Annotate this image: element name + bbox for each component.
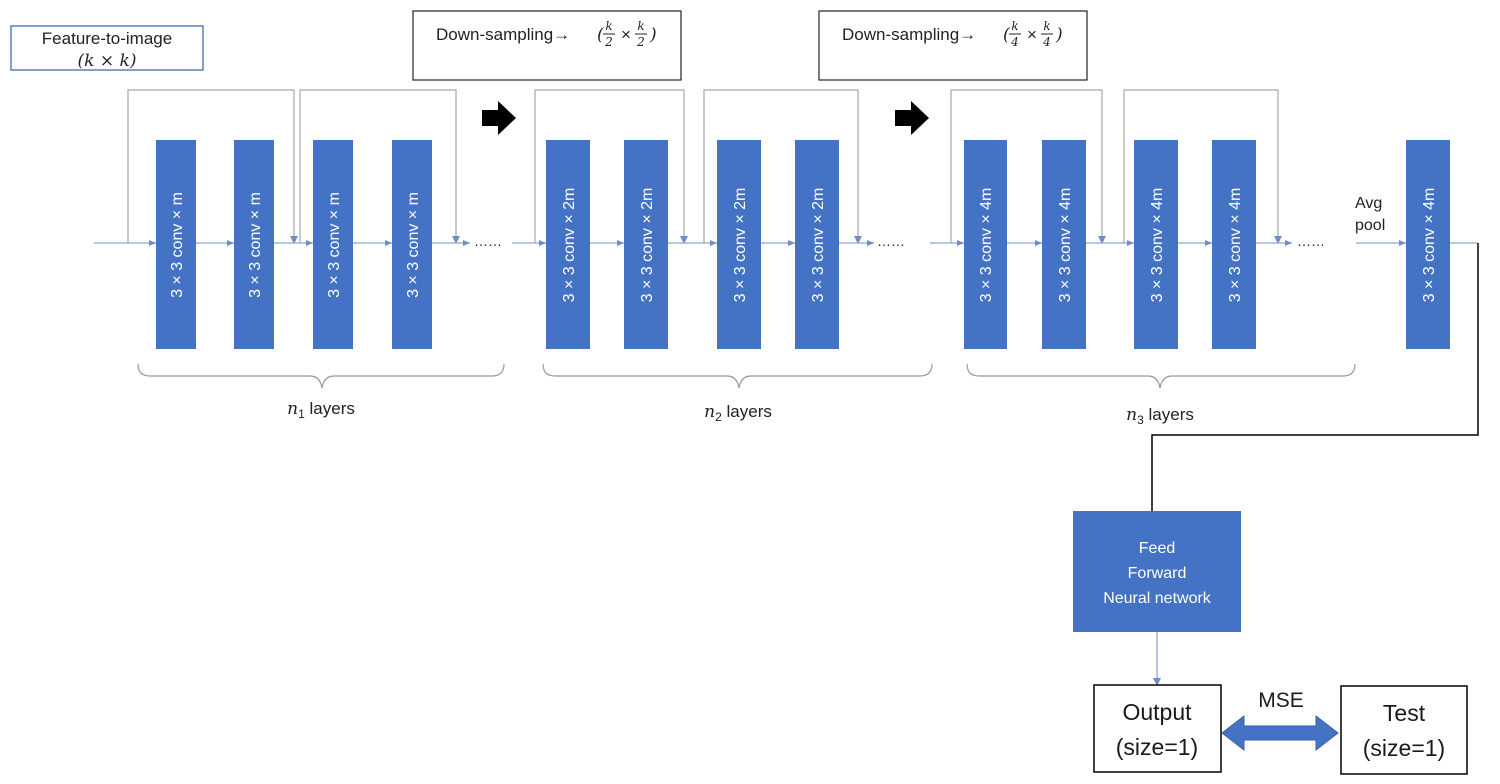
stage2-conv-block-1: 3 × 3 conv × 2m: [561, 188, 578, 303]
test-size-label: (size=1): [1363, 735, 1445, 761]
stage1-layers-label: n1 layers: [287, 399, 355, 421]
stage3-ellipsis: ……: [1297, 233, 1325, 249]
ffnn-label-line3: Neural network: [1103, 590, 1212, 607]
feature-to-image-size: (k × k): [78, 51, 137, 71]
down-sampling-2-den-b: 4: [1042, 35, 1051, 49]
test-box: Test (size=1): [1340, 685, 1468, 775]
output-box: Output (size=1): [1093, 684, 1222, 773]
down-sampling-1-paren-close: ): [649, 25, 657, 45]
test-label: Test: [1383, 700, 1426, 726]
stage1-conv-block-4: 3 × 3 conv × m: [405, 192, 422, 298]
stage2-ellipsis: ……: [877, 233, 905, 249]
down-sampling-2-paren-open: (: [1003, 25, 1010, 45]
stage3-conv-block-1: 3 × 3 conv × 4m: [978, 188, 995, 303]
ffnn-to-output-arrowhead: [1153, 678, 1161, 686]
down-sampling-1-den-b: 2: [636, 35, 645, 49]
mse-double-arrow: [1221, 714, 1339, 752]
final-conv-block-label: 3 × 3 conv × 4m: [1421, 188, 1438, 303]
stage1-blocks: 3 × 3 conv × m 3 × 3 conv × m 3 × 3 conv…: [156, 140, 432, 349]
stage2-conv-block-4: 3 × 3 conv × 2m: [810, 188, 827, 303]
stage2-layers-label: n2 layers: [704, 402, 772, 424]
down-sampling-1-num-b: k: [637, 19, 644, 33]
down-sampling-2-paren-close: ): [1055, 25, 1063, 45]
connector-to-ffnn: [1151, 243, 1479, 511]
down-sampling-2-label: Down-sampling→: [842, 25, 976, 44]
stage3-conv-block-3: 3 × 3 conv × 4m: [1149, 188, 1166, 303]
down-sampling-2-den-a: 4: [1010, 35, 1019, 49]
down-sampling-box-2: Down-sampling→ ( k 4 × k 4 ): [818, 10, 1088, 81]
final-conv-block: 3 × 3 conv × 4m: [1406, 140, 1450, 349]
feed-forward-neural-network-block: Feed Forward Neural network: [1073, 511, 1241, 632]
down-sampling-1-times: ×: [621, 25, 631, 44]
stage1-ellipsis: ……: [474, 233, 502, 249]
output-size-label: (size=1): [1116, 734, 1198, 760]
down-sampling-2-times: ×: [1027, 25, 1037, 44]
down-sampling-1-paren-open: (: [597, 25, 604, 45]
skip-connections: [127, 89, 1279, 243]
down-sampling-2-num-a: k: [1011, 19, 1018, 33]
stage-transition-arrow-2: [895, 101, 929, 135]
down-sampling-box-1: Down-sampling→ ( k 2 × k 2 ): [412, 10, 682, 81]
stage2-blocks: 3 × 3 conv × 2m 3 × 3 conv × 2m 3 × 3 co…: [546, 140, 839, 349]
ffnn-label-line2: Forward: [1128, 565, 1187, 582]
avg-pool-label-line2: pool: [1355, 217, 1385, 234]
ffnn-label-line1: Feed: [1139, 540, 1175, 557]
output-label: Output: [1122, 699, 1192, 725]
stage-transition-arrow-1: [482, 101, 516, 135]
skip-arrowheads: [290, 236, 1282, 244]
stage3-conv-block-2: 3 × 3 conv × 4m: [1057, 188, 1074, 303]
layer-braces: [137, 363, 1356, 389]
stage1-conv-block-2: 3 × 3 conv × m: [247, 192, 264, 298]
feature-to-image-label: Feature-to-image: [42, 29, 172, 48]
stage1-conv-block-1: 3 × 3 conv × m: [169, 192, 186, 298]
stage3-layers-label: n3 layers: [1126, 405, 1194, 427]
stage3-blocks: 3 × 3 conv × 4m 3 × 3 conv × 4m 3 × 3 co…: [964, 140, 1256, 349]
stage2-conv-block-2: 3 × 3 conv × 2m: [639, 188, 656, 303]
down-sampling-1-den-a: 2: [604, 35, 613, 49]
mse-label: MSE: [1258, 689, 1304, 712]
down-sampling-1-label: Down-sampling→: [436, 25, 570, 44]
avg-pool-label-line1: Avg: [1355, 195, 1382, 212]
stage3-conv-block-4: 3 × 3 conv × 4m: [1227, 188, 1244, 303]
stage2-conv-block-3: 3 × 3 conv × 2m: [732, 188, 749, 303]
down-sampling-1-num-a: k: [605, 19, 612, 33]
stage1-conv-block-3: 3 × 3 conv × m: [326, 192, 343, 298]
feature-to-image-box: Feature-to-image (k × k): [10, 25, 204, 71]
down-sampling-2-num-b: k: [1043, 19, 1050, 33]
